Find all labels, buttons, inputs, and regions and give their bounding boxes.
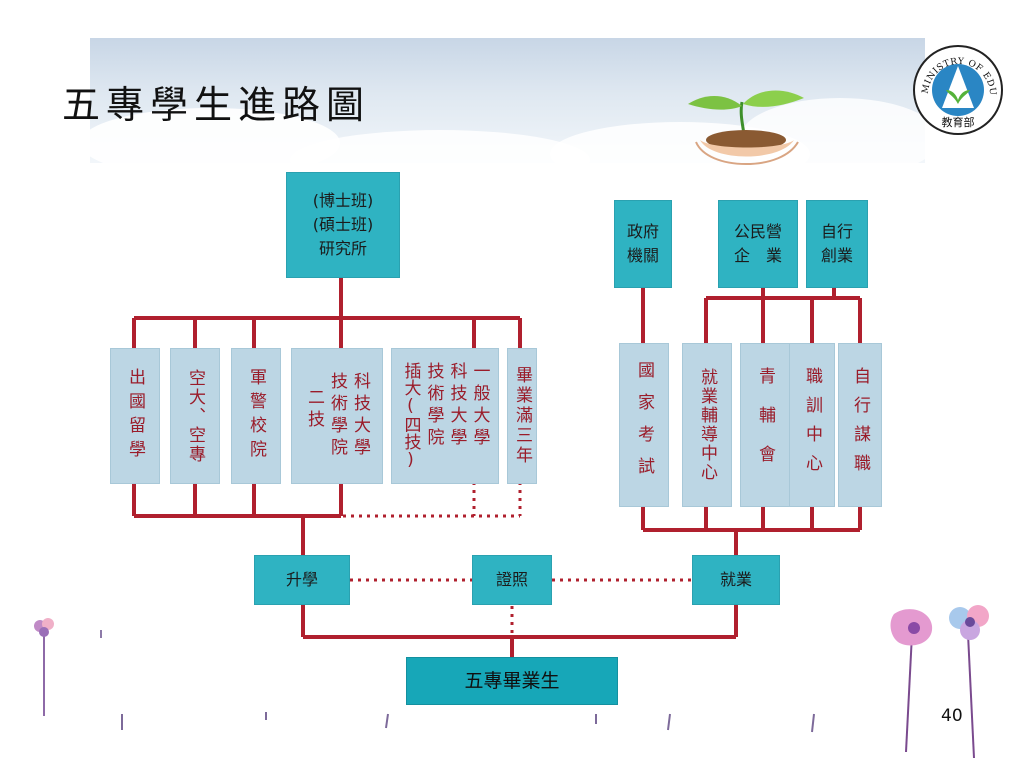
open-university-box: 空大、空專 [170,348,220,484]
graduate-school-box: (博士班) (碩士班) 研究所 [286,172,400,278]
youth-council-box: 青輔會 [740,343,790,507]
government-label-2: 機關 [626,246,659,265]
general-university-col1: 一般大學 [469,362,490,450]
general-university-col2: 科技大學 [446,362,467,450]
general-university-col4: 插大(四技) [400,362,421,470]
enterprise-box: 公民營 企 業 [718,200,798,288]
flower-decoration [34,618,54,716]
general-university-box: 一般大學 科技大學 技術學院 插大(四技) [391,348,499,484]
dot-decoration [100,630,102,638]
graduate-box: 五專畢業生 [406,657,618,705]
national-exam-label: 國家考試 [634,361,654,489]
phd-label: (博士班) [312,191,374,210]
government-label-1: 政府 [626,222,659,241]
self-business-label-1: 自行 [820,222,853,241]
self-job-box: 自行謀職 [838,343,882,507]
tech-university-col3: 二技 [304,388,324,432]
training-center-box: 職訓中心 [789,343,835,507]
general-university-col3: 技術學院 [423,362,444,450]
government-agency-box: 政府 機關 [614,200,672,288]
graduate-institute-label: 研究所 [318,239,367,258]
graduation-three-years-label: 畢業滿三年 [512,366,532,466]
flower-decoration [890,609,933,753]
graduate-label: 五專畢業生 [464,670,560,692]
license-label: 證照 [495,570,528,589]
employment-box: 就業 [692,555,780,605]
study-abroad-box: 出國留學 [110,348,160,484]
flower-decoration [949,605,989,759]
tech-university-col1: 科技大學 [350,372,370,460]
masters-label: (碩士班) [312,215,374,234]
self-business-label-2: 創業 [820,246,853,265]
tech-university-col2: 技術學院 [327,372,347,460]
employment-center-box: 就業輔導中心 [682,343,732,507]
open-university-label: 空大、空專 [185,368,205,464]
license-box: 證照 [472,555,552,605]
self-job-label: 自行謀職 [850,367,870,483]
graduation-three-years-box: 畢業滿三年 [507,348,537,484]
grass-decoration [121,712,815,733]
tech-university-box: 科技大學 技術學院 二技 [291,348,383,484]
military-police-box: 軍警校院 [231,348,281,484]
ministry-seal-logo: MINISTRY OF EDUCATION 教育部 [912,44,1003,135]
enterprise-label-1: 公民營 [733,222,782,241]
military-police-label: 軍警校院 [246,368,266,464]
self-business-box: 自行 創業 [806,200,868,288]
page-title: 五專學生進路圖 [62,83,371,127]
further-study-box: 升學 [254,555,350,605]
training-center-label: 職訓中心 [802,367,822,483]
employment-center-label: 就業輔導中心 [697,368,717,482]
sprout-hands-icon [688,90,804,166]
youth-council-label: 青輔會 [755,366,775,484]
seal-label: 教育部 [942,115,975,129]
employment-label: 就業 [719,570,752,589]
further-study-label: 升學 [285,570,318,589]
enterprise-label-2: 企 業 [733,246,782,265]
page-number: 40 [941,706,963,726]
national-exam-box: 國家考試 [619,343,669,507]
study-abroad-label: 出國留學 [125,368,145,464]
